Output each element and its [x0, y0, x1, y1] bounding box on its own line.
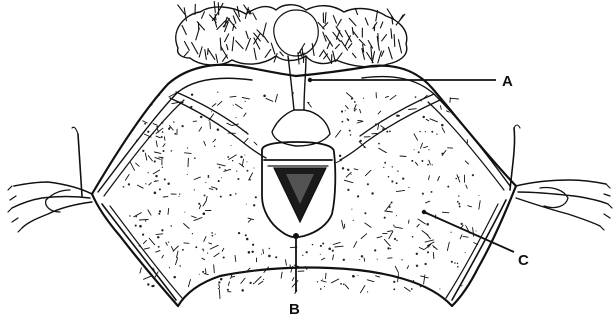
- anchor-dot-a: [308, 78, 312, 82]
- callout-a: A: [308, 73, 513, 90]
- anchor-dot-c: [422, 210, 426, 214]
- body-pouch: [262, 142, 335, 237]
- label-c: C: [518, 252, 529, 269]
- leader-line-c: [424, 212, 514, 252]
- body-neck: [272, 56, 330, 146]
- anchor-dot-b: [293, 233, 299, 239]
- callout-c: C: [422, 210, 529, 269]
- label-a: A: [502, 73, 513, 90]
- label-b: B: [289, 301, 300, 318]
- fur-tuft: [176, 2, 407, 67]
- left-foot: [8, 127, 92, 232]
- callout-b: B: [289, 233, 300, 318]
- right-foot: [510, 125, 612, 230]
